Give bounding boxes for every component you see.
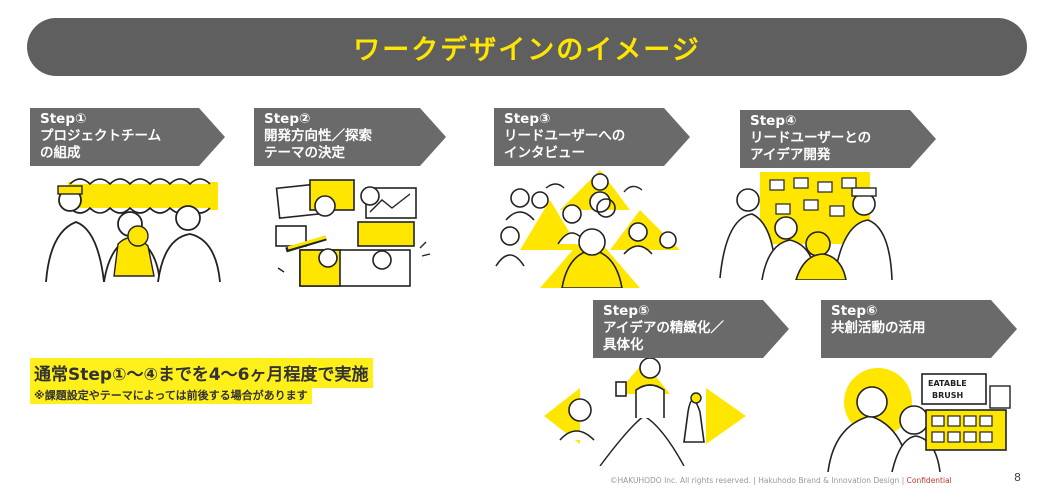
- step-3-line-2: インタビュー: [504, 145, 660, 162]
- sign-text-2: BRUSH: [932, 391, 963, 400]
- footer-separator: |: [753, 476, 756, 485]
- step-1-line-2: の組成: [40, 145, 195, 162]
- step-2-number: Step②: [264, 111, 416, 128]
- page-title: ワークデザインのイメージ: [353, 28, 700, 67]
- step-5-line-2: 具体化: [603, 337, 759, 354]
- idea-development-illustration: [714, 170, 894, 280]
- step-5-line-1: アイデアの精緻化／: [603, 320, 759, 337]
- interview-illustration: [490, 170, 690, 288]
- team-formation-illustration: [38, 172, 230, 282]
- footer-copyright: ©HAKUHODO Inc. All rights reserved.: [610, 476, 751, 485]
- step-1-line-1: プロジェクトチーム: [40, 128, 195, 145]
- step-3-number: Step③: [504, 111, 660, 128]
- footer: ©HAKUHODO Inc. All rights reserved. | Ha…: [610, 476, 990, 485]
- step-4-line-2: アイデア開発: [750, 147, 906, 164]
- summary-highlight: 通常Step①～④までを4～6ヶ月程度で実施: [30, 358, 373, 388]
- step-1-arrow: Step① プロジェクトチーム の組成: [30, 108, 225, 166]
- theme-decision-illustration: [270, 178, 432, 288]
- step-1-number: Step①: [40, 111, 195, 128]
- step-5-arrow: Step⑤ アイデアの精緻化／ 具体化: [593, 300, 789, 358]
- step-4-arrow: Step④ リードユーザーとの アイデア開発: [740, 110, 936, 168]
- title-bar: ワークデザインのイメージ: [27, 18, 1027, 76]
- step-3-line-1: リードユーザーへの: [504, 128, 660, 145]
- step-2-line-2: テーマの決定: [264, 145, 416, 162]
- sign-text-1: EATABLE: [928, 379, 967, 388]
- footer-confidential: Confidential: [907, 476, 952, 485]
- refinement-illustration: [540, 358, 750, 466]
- step-6-line-1: 共創活動の活用: [831, 320, 987, 337]
- co-creation-illustration: EATABLE BRUSH: [818, 368, 1018, 472]
- note-highlight: ※課題設定やテーマによっては前後する場合があります: [30, 386, 312, 404]
- step-3-arrow: Step③ リードユーザーへの インタビュー: [494, 108, 690, 166]
- step-4-line-1: リードユーザーとの: [750, 130, 906, 147]
- step-6-arrow: Step⑥ 共創活動の活用: [821, 300, 1017, 358]
- step-2-arrow: Step② 開発方向性／探索 テーマの決定: [254, 108, 446, 166]
- footer-division: Hakuhodo Brand & Innovation Design: [758, 476, 899, 485]
- step-2-line-1: 開発方向性／探索: [264, 128, 416, 145]
- step-5-number: Step⑤: [603, 303, 759, 320]
- step-6-number: Step⑥: [831, 303, 987, 320]
- page-number: 8: [1014, 471, 1021, 484]
- footer-separator-2: |: [902, 476, 905, 485]
- step-4-number: Step④: [750, 113, 906, 130]
